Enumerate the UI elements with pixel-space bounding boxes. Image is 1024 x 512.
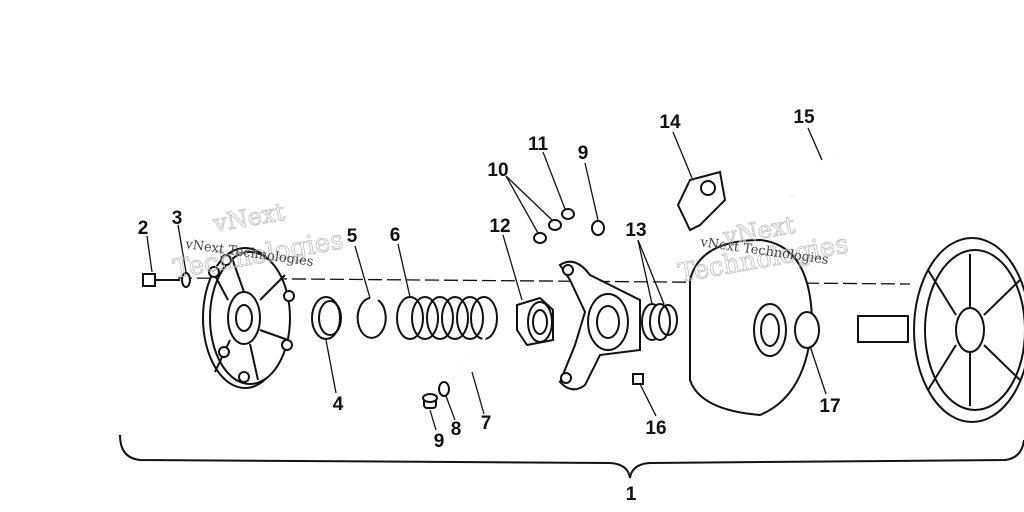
callout-10: 10 (487, 160, 508, 181)
callout-14: 14 (659, 112, 681, 133)
bearing-part (641, 303, 678, 341)
set-screw-part (632, 373, 644, 385)
ramp-part (516, 296, 554, 347)
snap-ring-part (356, 297, 387, 339)
callout-2: 2 (138, 218, 149, 239)
callout-3: 3 (172, 208, 183, 229)
leader-lines (146, 127, 827, 431)
button-part (422, 393, 438, 409)
o-ring-part (794, 311, 820, 349)
callout-16: 16 (645, 418, 666, 439)
callout-1: 1 (626, 484, 637, 505)
callout-6: 6 (390, 225, 401, 246)
callout-4: 4 (333, 394, 344, 415)
callout-9-lower: 9 (434, 431, 445, 452)
fixed-sheave-part (857, 237, 1024, 423)
washer-part (181, 272, 191, 288)
pin-part (453, 335, 488, 379)
weight-part (676, 170, 727, 232)
movable-sheave-part (689, 238, 814, 417)
spider-part (558, 260, 641, 391)
roller-part (438, 381, 450, 397)
callout-8: 8 (451, 419, 462, 440)
callout-5: 5 (347, 226, 358, 247)
callout-13: 13 (625, 220, 646, 241)
watermark-vnext-1: vNext (210, 198, 287, 238)
callout-9-upper: 9 (578, 143, 589, 164)
callout-12: 12 (489, 216, 510, 237)
callout-7: 7 (481, 413, 492, 434)
assembly-brace (119, 434, 1024, 479)
callout-17: 17 (819, 396, 840, 417)
spring-part (396, 296, 498, 340)
callout-15: 15 (793, 107, 815, 128)
rod-part (791, 153, 839, 198)
cover-plate-part (202, 247, 295, 389)
bushing-ring-part (311, 296, 342, 340)
callout-11: 11 (528, 134, 549, 155)
bolt-part (142, 273, 180, 287)
nuts-part (533, 208, 605, 244)
